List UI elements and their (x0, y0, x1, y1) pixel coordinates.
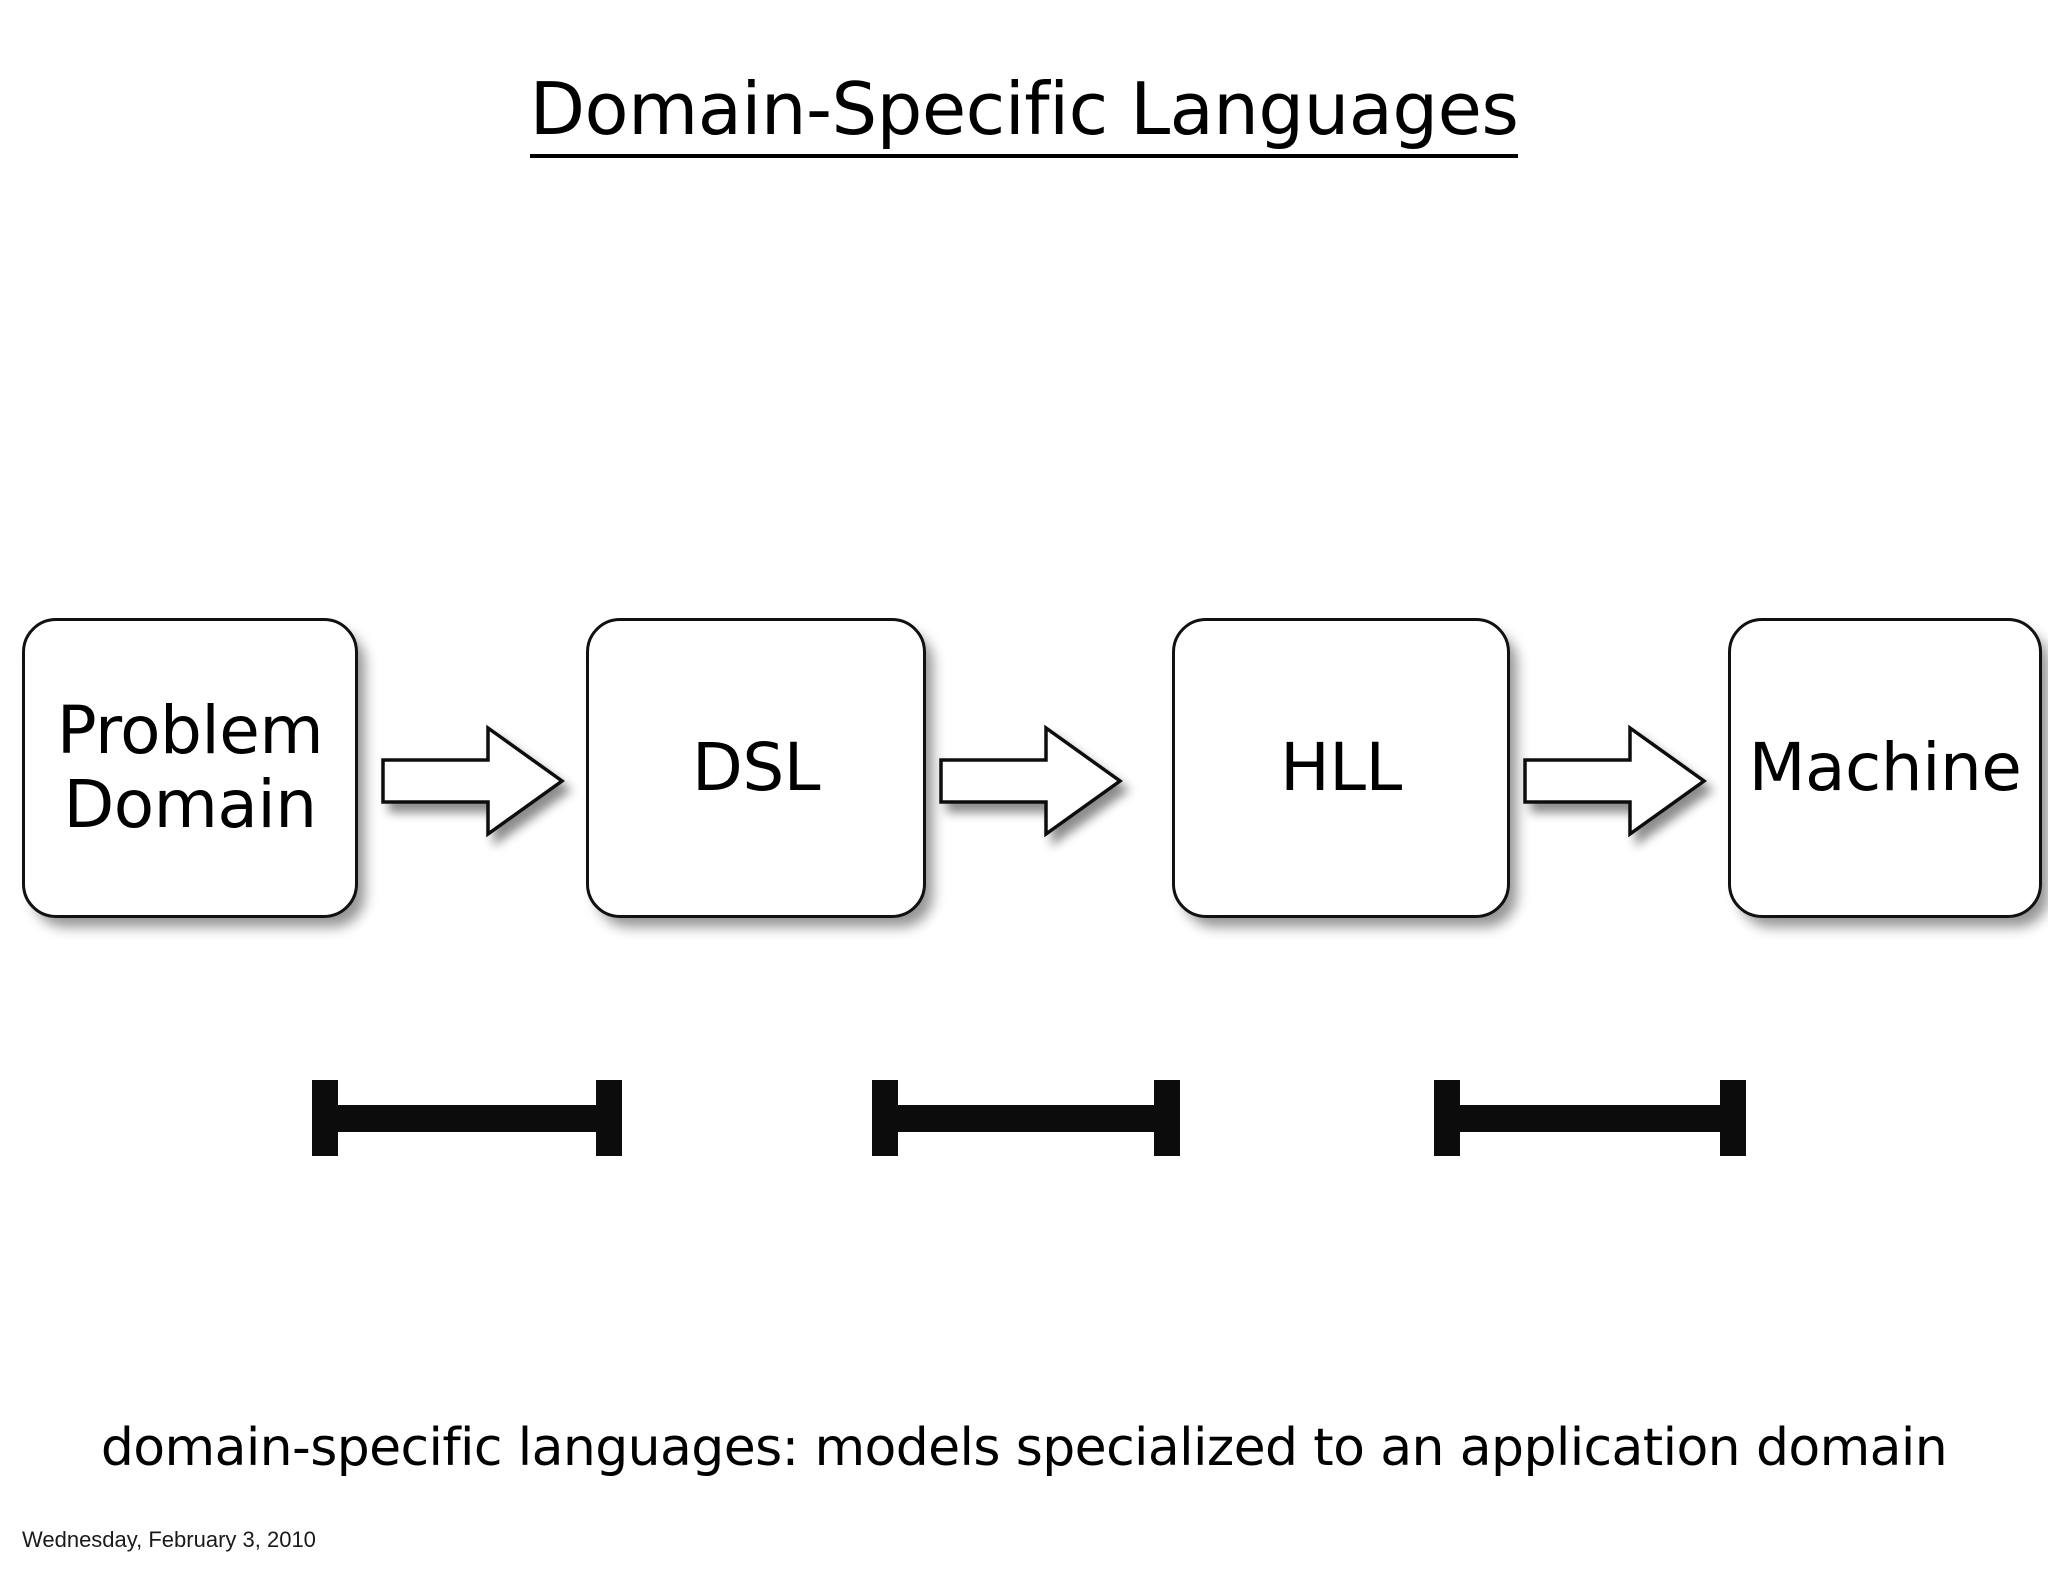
flow-arrow-right-icon (938, 722, 1124, 840)
flow-diagram: Problem Domain DSL HLL (0, 618, 2048, 928)
flow-box-dsl: DSL (586, 618, 926, 918)
span-bracket (312, 1080, 622, 1156)
flow-arrow-right-icon (1522, 722, 1708, 840)
flow-box-machine: Machine (1728, 618, 2042, 918)
flow-box-label: Machine (1748, 729, 2022, 807)
span-bracket-cap-right (596, 1080, 622, 1156)
page-title: Domain-Specific Languages (0, 71, 2048, 158)
span-bracket-bar (312, 1105, 622, 1132)
span-bracket (872, 1080, 1180, 1156)
span-bracket-cap-right (1154, 1080, 1180, 1156)
span-bracket-bar (872, 1105, 1180, 1132)
flow-box-label: DSL (692, 729, 821, 807)
span-bracket-group (0, 1080, 2048, 1170)
span-bracket (1434, 1080, 1746, 1156)
flow-box-problem-domain: Problem Domain (22, 618, 358, 918)
slide-caption: domain-specific languages: models specia… (100, 1418, 1948, 1478)
flow-box-hll: HLL (1172, 618, 1510, 918)
slide-footer-date: Wednesday, February 3, 2010 (22, 1527, 316, 1552)
flow-box-label: HLL (1280, 729, 1402, 807)
span-bracket-bar (1434, 1105, 1746, 1132)
flow-box-label: Problem Domain (56, 692, 324, 843)
flow-arrow-right-icon (380, 722, 566, 840)
span-bracket-cap-right (1720, 1080, 1746, 1156)
page-title-text: Domain-Specific Languages (529, 71, 1519, 158)
